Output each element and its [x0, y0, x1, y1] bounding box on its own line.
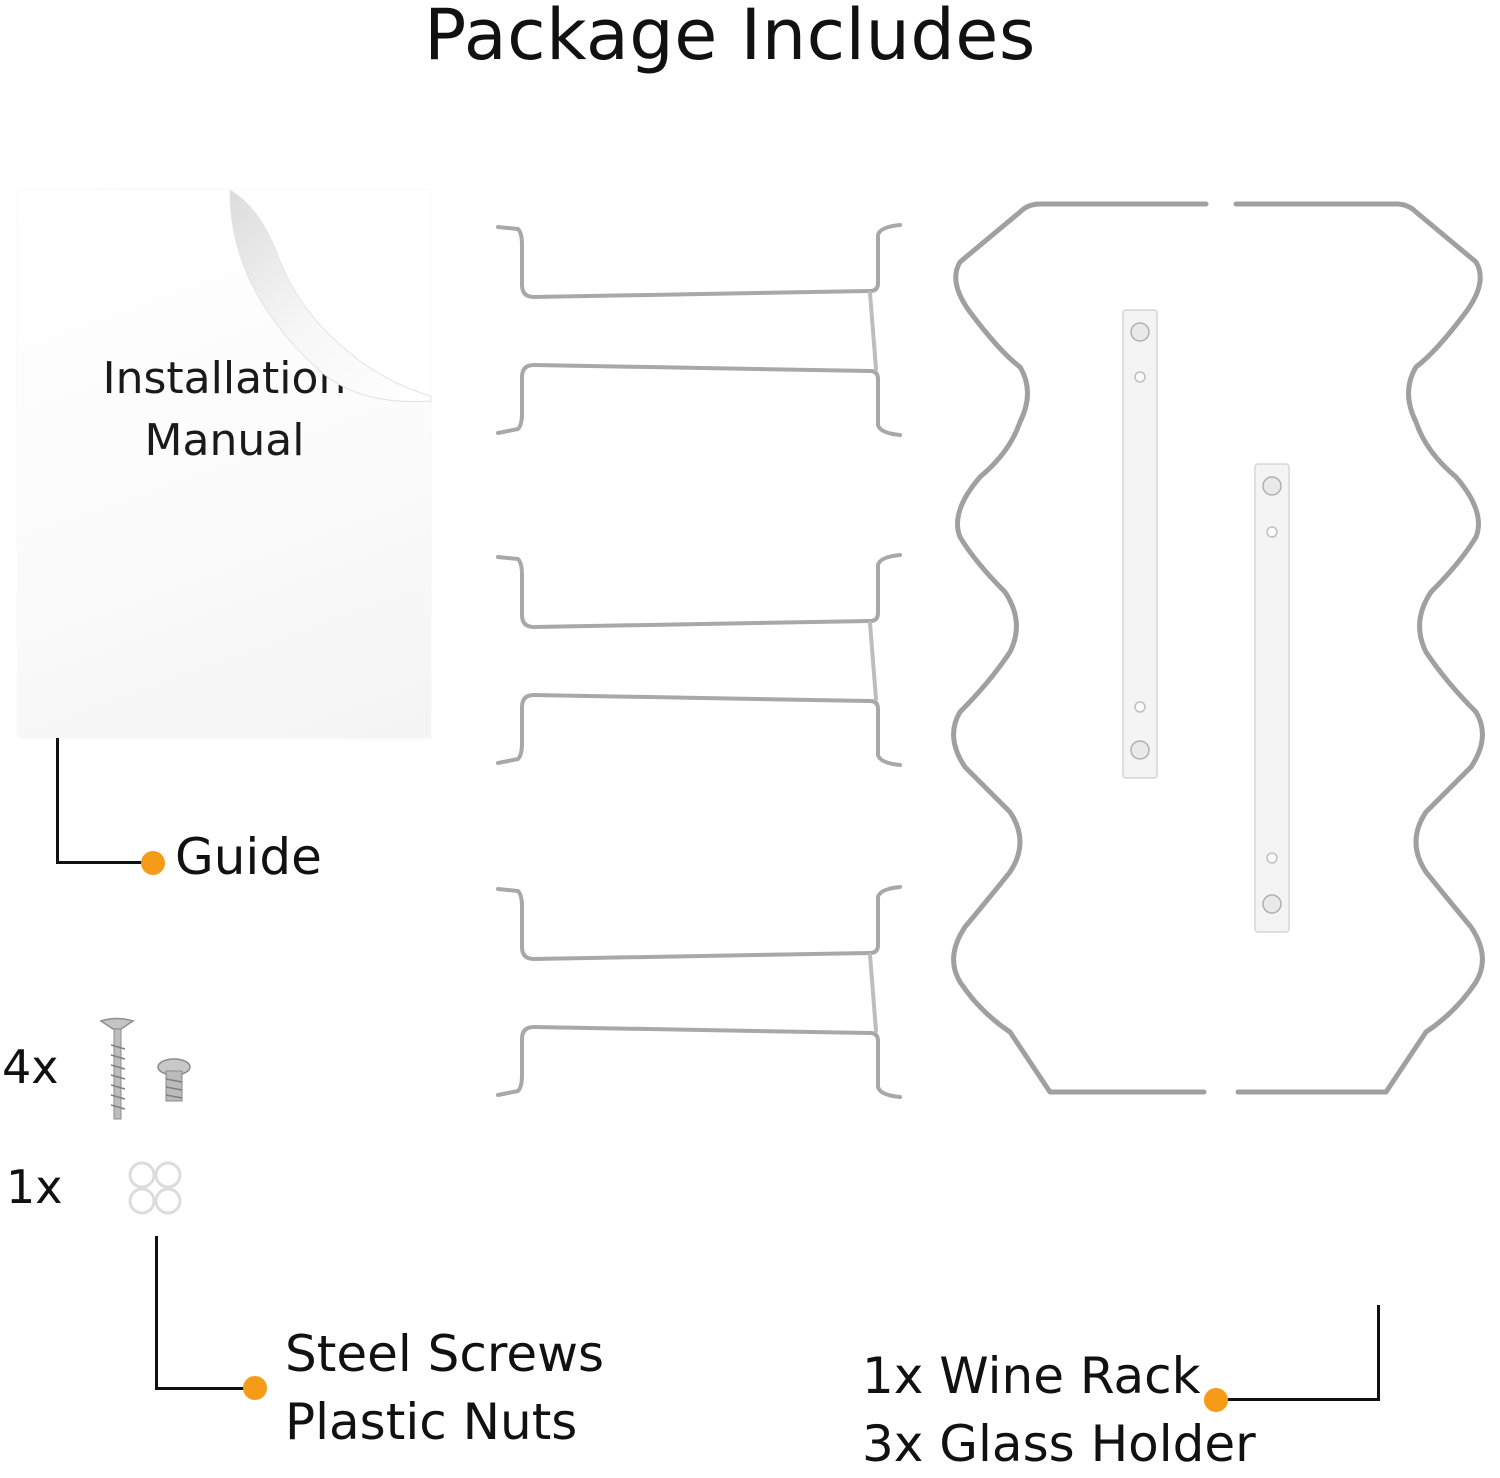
mounting-bracket-icon [1122, 309, 1158, 779]
guide-leader-horizontal [56, 861, 152, 864]
guide-label: Guide [175, 828, 322, 886]
rack-label: 1x Wine Rack 3x Glass Holder [862, 1342, 1256, 1478]
screws-quantity: 4x [2, 1040, 59, 1094]
guide-leader-vertical [56, 738, 59, 864]
nuts-quantity: 1x [6, 1160, 63, 1214]
screw-icon [157, 1058, 191, 1102]
rack-leader-vertical [1377, 1305, 1380, 1401]
screws-marker-dot [243, 1376, 267, 1400]
guide-marker-dot [141, 851, 165, 875]
screws-label: Steel Screws Plastic Nuts [285, 1320, 604, 1456]
manual-label-line1: Installation [102, 353, 347, 404]
rack-label-line2: 3x Glass Holder [862, 1415, 1256, 1473]
wine-rack-icon [951, 201, 1485, 1095]
screws-leader-horizontal [155, 1387, 253, 1390]
manual-label: Installation Manual [18, 348, 431, 472]
manual-label-line2: Manual [144, 415, 305, 466]
page-title: Package Includes [424, 0, 1036, 76]
mounting-bracket-icon [1254, 463, 1290, 933]
glass-holder-icon [496, 885, 902, 1099]
screws-leader-vertical [155, 1236, 158, 1390]
plastic-nut-icon [128, 1161, 182, 1215]
screw-icon [99, 1017, 191, 1120]
screws-label-line2: Plastic Nuts [285, 1393, 578, 1451]
screws-label-line1: Steel Screws [285, 1325, 605, 1383]
rack-marker-dot [1204, 1388, 1228, 1412]
rack-label-line1: 1x Wine Rack [862, 1347, 1201, 1405]
rack-leader-horizontal [1226, 1398, 1380, 1401]
glass-holder-set [496, 223, 902, 1099]
glass-holder-icon [496, 553, 902, 767]
page-curl-icon [229, 189, 432, 403]
glass-holder-icon [496, 223, 902, 437]
